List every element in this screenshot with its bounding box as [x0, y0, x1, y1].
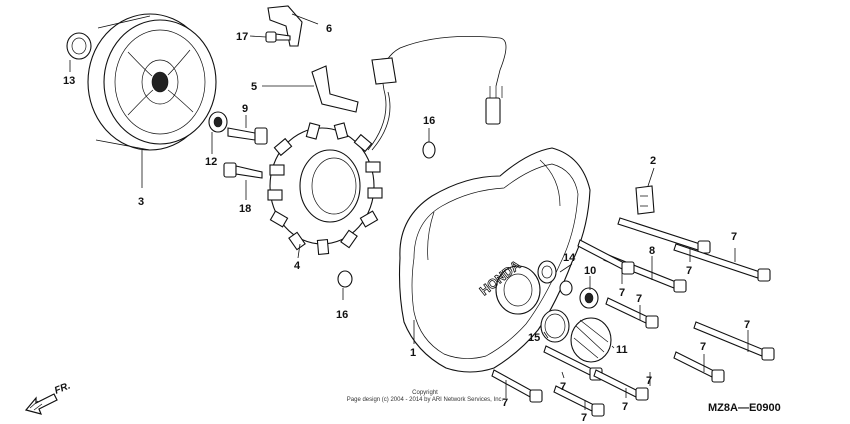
stator[interactable]	[267, 122, 383, 256]
callout-7-d: 7	[636, 293, 642, 305]
callout-numbers: 13 17 6 5 9 12 16 3 18 4 2 7 8 7 14 10 7…	[63, 23, 750, 424]
callout-7-e: 7	[744, 319, 750, 331]
bolt-9[interactable]	[227, 127, 268, 145]
callout-13: 13	[63, 75, 75, 87]
diagram-code: MZ8A—E0900	[708, 402, 781, 414]
dowel-pin-16b[interactable]	[337, 270, 353, 288]
callout-5: 5	[251, 81, 257, 93]
callout-7-k: 7	[581, 412, 587, 424]
bolt-18[interactable]	[223, 162, 263, 179]
callout-12: 12	[205, 156, 217, 168]
screw-17[interactable]	[265, 31, 291, 43]
callout-10: 10	[584, 265, 596, 277]
callout-7-j: 7	[502, 397, 508, 409]
plate-6[interactable]	[267, 5, 303, 47]
bolt-7-i	[491, 369, 543, 403]
callout-7-a: 7	[731, 231, 737, 243]
copyright-line-2: Page design (c) 2004 - 2014 by ARI Netwo…	[347, 397, 504, 403]
callout-2: 2	[650, 155, 656, 167]
flange-bolts[interactable]	[491, 217, 775, 417]
oil-seal-14[interactable]	[537, 260, 557, 284]
callout-16-upper: 16	[423, 115, 435, 127]
callout-7-g: 7	[560, 381, 566, 393]
bolt-7-j	[553, 385, 605, 417]
washer-12[interactable]	[208, 111, 228, 133]
bolt-7-b	[673, 243, 771, 282]
copyright-notice: Copyright Page design (c) 2004 - 2014 by…	[347, 390, 504, 403]
bracket-2[interactable]	[635, 185, 655, 215]
callout-17: 17	[236, 31, 248, 43]
bolt-7-e	[693, 321, 775, 361]
callout-3: 3	[138, 196, 144, 208]
flywheel[interactable]	[87, 13, 217, 151]
bolt-7-a	[617, 217, 711, 254]
callout-18: 18	[239, 203, 251, 215]
callout-6: 6	[326, 23, 332, 35]
stator-wire-harness[interactable]	[367, 35, 507, 151]
bolt-7-f	[673, 351, 725, 383]
washer-13[interactable]	[66, 32, 92, 60]
copyright-line-1: Copyright	[412, 390, 438, 396]
callout-9: 9	[242, 103, 248, 115]
bolt-7-c	[577, 239, 635, 275]
callout-15: 15	[528, 332, 540, 344]
leader-lines	[69, 13, 749, 410]
callout-16-lower: 16	[336, 309, 348, 321]
callout-4: 4	[294, 260, 301, 272]
callout-11: 11	[616, 344, 628, 356]
callout-7-b: 7	[686, 265, 692, 277]
callout-7-i: 7	[622, 401, 628, 413]
o-ring-10[interactable]	[559, 280, 599, 309]
callout-14: 14	[563, 252, 576, 264]
wire-clamp-5[interactable]	[311, 65, 359, 113]
callout-7-c: 7	[619, 287, 625, 299]
front-direction-label: FR.	[53, 381, 72, 397]
callout-1: 1	[410, 347, 416, 359]
callout-8: 8	[649, 245, 655, 257]
callout-7-f: 7	[700, 341, 706, 353]
dowel-pin-16a[interactable]	[422, 141, 436, 159]
crankcase-cover[interactable]: HONDA	[398, 147, 591, 373]
bolt-7-h	[593, 369, 649, 401]
callout-7-h: 7	[646, 375, 652, 387]
bolt-7-d	[605, 297, 659, 329]
o-ring-15[interactable]	[540, 309, 570, 343]
front-direction-indicator: FR.	[24, 381, 72, 415]
hole-cap-11[interactable]	[570, 317, 612, 363]
